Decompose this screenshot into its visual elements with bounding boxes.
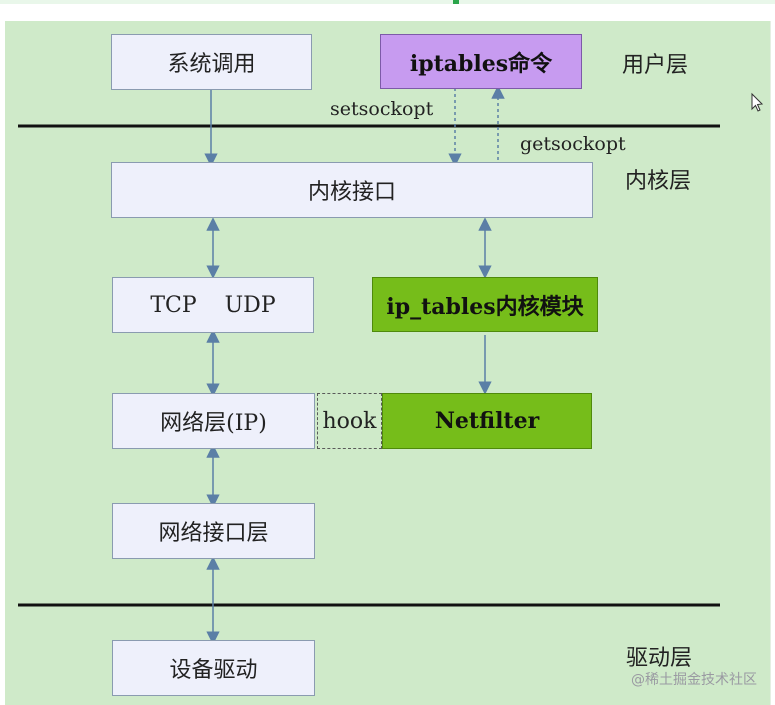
netfilter-box: Netfilter: [382, 393, 592, 449]
network-layer-box: 网络层(IP): [112, 393, 315, 449]
ip-tables-module-box: ip_tables内核模块: [372, 277, 598, 332]
hook-box: hook: [317, 393, 382, 449]
user-layer-label: 用户层: [622, 53, 689, 78]
getsockopt-label: getsockopt: [520, 133, 626, 155]
watermark: @稀土掘金技术社区: [631, 672, 757, 688]
kernel-interface-box: 内核接口: [111, 162, 593, 218]
iptables-command-box: iptables命令: [380, 34, 582, 89]
top-marker: [453, 0, 459, 4]
top-bar: [0, 0, 775, 4]
syscall-box: 系统调用: [111, 34, 312, 90]
mouse-cursor-icon: [751, 92, 764, 112]
device-driver-box: 设备驱动: [112, 640, 315, 696]
kernel-layer-label: 内核层: [625, 169, 692, 194]
diagram-canvas: [5, 21, 771, 705]
network-interface-layer-box: 网络接口层: [112, 503, 315, 559]
setsockopt-label: setsockopt: [330, 98, 434, 120]
tcp-udp-box: TCP UDP: [112, 277, 314, 333]
driver-layer-label: 驱动层: [626, 646, 693, 671]
